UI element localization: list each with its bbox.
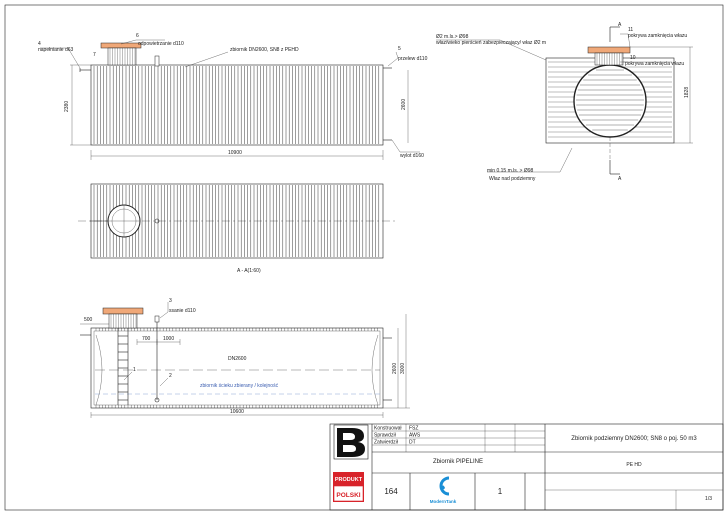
section-view: 3 ssanie d110 1 2 DN2600 zbiornik ścieku… (80, 298, 410, 418)
title-row1-label: Konstruował (374, 426, 402, 432)
drawing-number: 164 (384, 487, 398, 496)
section-callout-3-number: 3 (169, 298, 172, 304)
end-callout-10-text: pokrywa zamknięcia włazu (625, 61, 684, 67)
side-dim-inner: 2600 (401, 99, 407, 110)
section-manhole-flange (102, 307, 144, 315)
section-dim-1000: 1000 (163, 336, 174, 342)
sheet-number: 1 (498, 487, 503, 496)
callout-6-text: odpowietrzanie d110 (138, 41, 184, 47)
end-callout-11-number: 11 (628, 27, 633, 33)
side-vent-pipe (154, 55, 160, 67)
section-center-label: DN2600 (228, 356, 247, 362)
drawing-subtitle: Zbiornik PIPELINE (433, 459, 483, 465)
end-manhole-neck (594, 52, 624, 66)
end-callout-11-text: pokrywa zamknięcia włazu (628, 33, 687, 39)
section-callout-1: 1 (133, 367, 136, 373)
produkt-polski-badge (333, 472, 364, 502)
end-manhole-flange (587, 46, 631, 54)
section-dim-3000: 3000 (400, 363, 406, 374)
callout-4-text: napełnianie d63 (38, 47, 74, 53)
callout-wylot-text: wylot d160 (400, 153, 424, 159)
callout-6-number: 6 (136, 33, 139, 39)
section-callout-3-text: ssanie d110 (169, 308, 196, 314)
side-dim-height: 2380 (64, 101, 70, 112)
badge-bottom-text: POLSKI (336, 492, 360, 499)
callout-7-number: 7 (93, 52, 96, 58)
title-block: PRODUKT POLSKI Konstruował FSZ Sprawdził… (329, 423, 724, 511)
section-bottom-text: zbiornik ścieku zbierany / kolejność (200, 383, 279, 389)
company-logo (333, 424, 369, 460)
side-view-ribs (93, 66, 380, 144)
title-row3-value: DT (409, 440, 416, 446)
section-dim-700: 700 (142, 336, 151, 342)
plan-caption: A - A(1:60) (237, 268, 261, 274)
end-callout-bottom-a: min 0.15 m.ls. > Ø98 (487, 168, 533, 174)
section-inner-wall (93, 330, 381, 406)
brand-text: ModernTank (430, 499, 457, 504)
side-view-tank-outline (90, 64, 384, 146)
callout-pipe-text: zbiornik DN2600, SN8 z PEHD (230, 47, 299, 53)
side-manhole-flange (100, 42, 142, 49)
end-section-a-bottom: A (618, 176, 622, 182)
callout-5-text: przelew d110 (398, 56, 428, 62)
section-dim-2600: 2600 (392, 363, 398, 374)
badge-top-text: PRODUKT (335, 477, 363, 483)
title-row2-label: Sprawdził (374, 433, 397, 439)
plan-view: A - A(1:60) (78, 183, 395, 274)
callout-5-number: 5 (398, 46, 401, 52)
end-callout-top-a: Ø2 m.ls.> Ø98 (436, 34, 469, 40)
drawing-material: PE HD (626, 462, 642, 468)
side-manhole-neck (107, 47, 137, 66)
callout-4-number: 4 (38, 41, 41, 47)
end-callout-10-number: 10 (630, 55, 636, 61)
side-view: 4 napełnianie d63 6 odpowietrzanie d110 … (38, 33, 428, 160)
side-dim-length: 10900 (228, 150, 242, 156)
end-view-pipe-circle (573, 64, 647, 138)
title-row1-value: FSZ (409, 426, 418, 432)
title-row3-label: Zatwierdził (374, 440, 399, 446)
end-callout-top-b: właz/wieko pierścień zabezpieczający/ wł… (436, 40, 546, 46)
end-view: A A Ø2 m.ls.> Ø98 właz/wieko pierścień z… (436, 22, 693, 182)
end-section-a-top: A (618, 22, 622, 28)
end-callout-bottom-b: Właz nad podziemny (489, 176, 536, 182)
title-row2-value: AWS (409, 433, 421, 439)
page-number: 1/3 (705, 496, 712, 502)
end-dim-height: 1828 (684, 87, 690, 98)
moderntank-logo (439, 476, 450, 496)
section-manhole-neck (108, 313, 138, 329)
section-callout-2: 2 (169, 373, 172, 379)
section-dim-500: 500 (84, 317, 93, 323)
section-dim-length: 10600 (230, 409, 244, 415)
section-tank-outline (90, 327, 384, 409)
drawing-title: Zbiornik podziemny DN2600; SN8 o poj. 50… (571, 436, 697, 442)
